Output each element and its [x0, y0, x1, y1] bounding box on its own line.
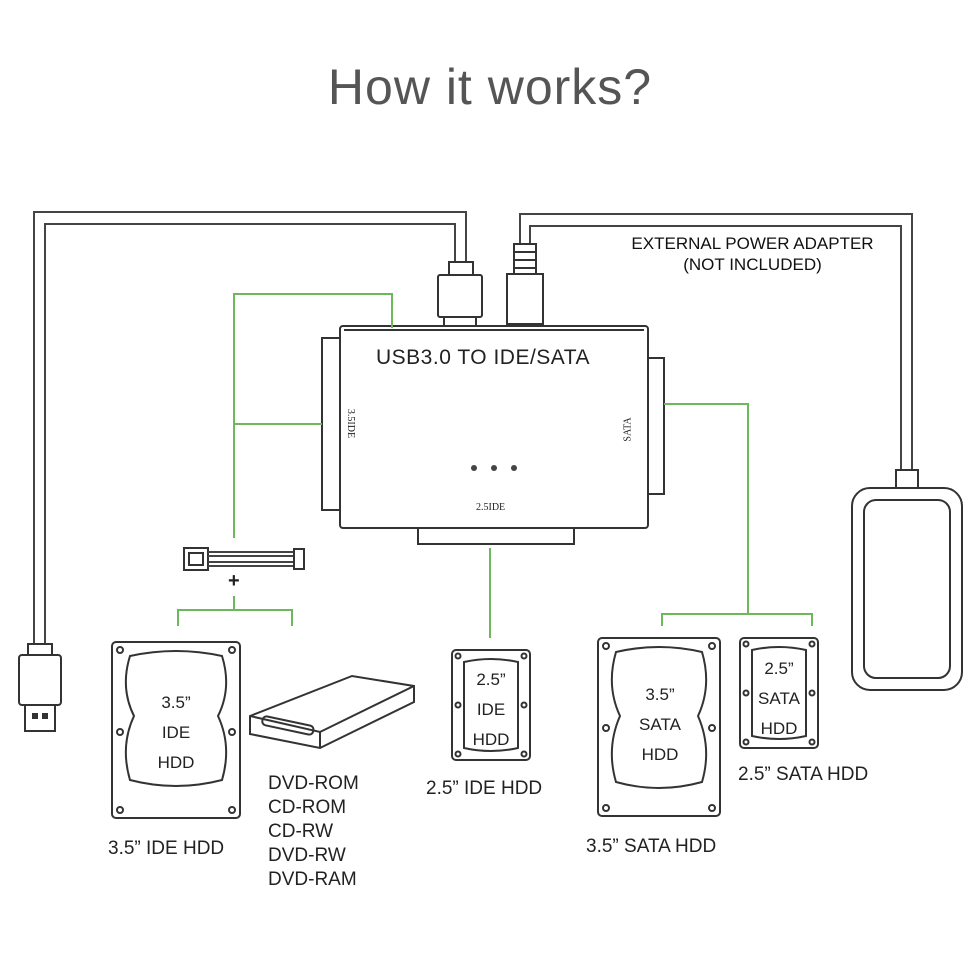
optical-drive-item: DVD-ROM	[268, 773, 359, 794]
usb-plug-icon	[18, 643, 62, 732]
hdd-ide35-caption: 3.5” IDE HDD	[108, 838, 225, 859]
hdd-face-line: HDD	[760, 719, 798, 738]
power-note-line1: EXTERNAL POWER ADAPTER	[631, 234, 874, 253]
optical-drive-item: DVD-RAM	[268, 869, 357, 890]
optical-drive-item: DVD-RW	[268, 845, 346, 866]
adapter-label: USB3.0 TO IDE/SATA	[376, 346, 591, 369]
optical-drive-item: CD-RW	[268, 821, 334, 842]
hdd-sata35-face: 3.5” SATA HDD	[624, 680, 696, 770]
hdd-ide25-face: 2.5” IDE HDD	[462, 665, 520, 755]
hdd-sata25-icon	[739, 637, 819, 749]
power-note-line2: (NOT INCLUDED)	[683, 255, 822, 274]
molex-connector-icon	[183, 547, 305, 571]
usb-connector-icon	[437, 261, 483, 328]
usb-cable	[33, 211, 467, 648]
hdd-sata25-caption: 2.5” SATA HDD	[738, 764, 869, 785]
hdd-face-line: SATA	[758, 689, 800, 708]
optical-drive-list: DVD-ROM CD-ROM CD-RW DVD-RW DVD-RAM	[268, 772, 359, 892]
hdd-face-line: 2.5”	[476, 670, 506, 689]
adapter-port-right-label: SATA	[622, 417, 634, 442]
adapter-port-left-label: 3.5IDE	[345, 408, 357, 439]
hdd-sata35-caption: 3.5” SATA HDD	[586, 836, 717, 857]
dc-jack-icon	[506, 243, 544, 325]
adapter-body	[321, 325, 665, 545]
wire-ide35-branch	[177, 596, 293, 626]
optical-drive-item: CD-ROM	[268, 797, 347, 818]
hdd-face-line: 2.5”	[764, 659, 794, 678]
usb-cable-inner	[44, 223, 456, 648]
wire-sata	[661, 403, 813, 626]
hdd-ide35-face: 3.5” IDE HDD	[140, 688, 212, 778]
hdd-ide35-icon	[111, 641, 241, 819]
page-title: How it works?	[327, 59, 653, 115]
hdd-face-line: IDE	[476, 700, 506, 719]
hdd-face-line: SATA	[639, 715, 681, 734]
hdd-ide25-icon	[451, 649, 531, 761]
optical-drive-icon	[249, 674, 415, 750]
power-cable-inner	[529, 225, 902, 472]
plus-sign: +	[228, 570, 240, 592]
adapter-port-bottom-label: 2.5IDE	[476, 502, 506, 513]
hdd-sata35-icon	[597, 637, 721, 817]
wire-top-left	[233, 293, 393, 538]
hdd-sata25-face: 2.5” SATA HDD	[750, 654, 808, 744]
hdd-ide25-caption: 2.5” IDE HDD	[426, 778, 543, 799]
hdd-face-line: 3.5”	[161, 693, 191, 712]
hdd-face-line: 3.5”	[645, 685, 675, 704]
power-cable	[519, 213, 913, 472]
hdd-face-line: HDD	[641, 745, 679, 764]
hdd-face-line: IDE	[161, 723, 191, 742]
hdd-face-line: HDD	[157, 753, 195, 772]
hdd-face-line: HDD	[472, 730, 510, 749]
power-adapter-note: EXTERNAL POWER ADAPTER (NOT INCLUDED)	[610, 233, 895, 275]
power-adapter-icon	[851, 469, 963, 691]
